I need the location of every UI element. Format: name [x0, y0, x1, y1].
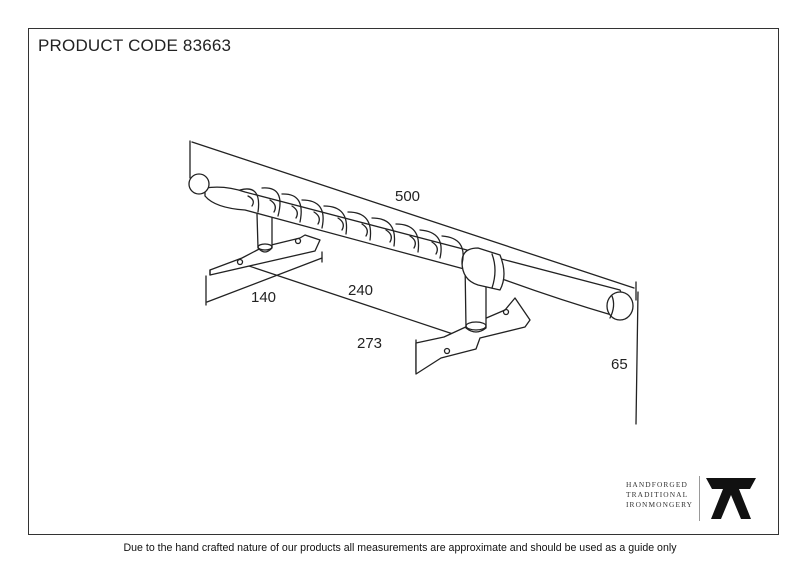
brand-line-handforged: HANDFORGED [626, 480, 688, 489]
dimension-273-label: 273 [357, 335, 383, 352]
dimension-140-line [205, 251, 323, 306]
left-post [256, 211, 273, 253]
dimension-240-label: 240 [348, 282, 374, 299]
product-code: PRODUCT CODE 83663 [38, 36, 232, 55]
brand-line-ironmongery: IRONMONGERY [626, 500, 694, 509]
dimension-500-line [189, 140, 637, 301]
dimension-140-label: 140 [251, 289, 277, 306]
brand-text: HANDFORGED TRADITIONAL IRONMONGERY [626, 480, 698, 510]
left-back-plate [209, 234, 321, 276]
brand-divider [699, 476, 700, 521]
twist-section [239, 187, 464, 265]
dimension-500-label: 500 [395, 188, 421, 205]
dimension-65-line [635, 291, 639, 425]
dimension-240-line [236, 261, 457, 336]
anvil-a-logo-icon [706, 478, 756, 519]
brand-line-traditional: TRADITIONAL [626, 490, 689, 499]
dimension-65-label: 65 [611, 356, 628, 373]
drawing-frame [28, 28, 779, 535]
footer-disclaimer: Due to the hand crafted nature of our pr… [123, 542, 677, 554]
handle-bar [188, 173, 634, 321]
